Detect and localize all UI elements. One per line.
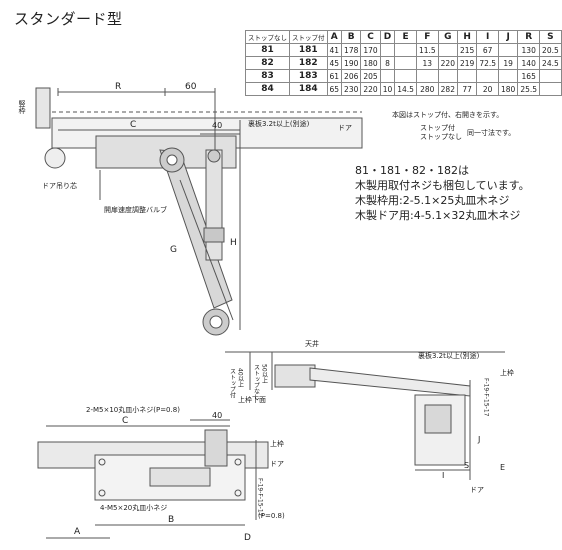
screw-hole (234, 458, 242, 466)
note-line: 81・181・82・182は (355, 164, 469, 177)
label-frame: 竪枠 (18, 100, 26, 115)
note-line: 木製ドア用:4-5.1×32丸皿木ネジ (355, 209, 521, 222)
table-cell: 84 (245, 82, 290, 96)
label-door: ドア (338, 124, 352, 132)
legend-stop-none: ストップなし (420, 133, 462, 141)
label-backplate: 裏板3.2t以上(別途) (248, 119, 310, 128)
adjuster (203, 227, 225, 243)
side-view (225, 351, 505, 480)
label-screw1: 2-M5×10丸皿小ネジ(P=0.8) (86, 405, 180, 414)
hinge-circle (44, 147, 66, 169)
frame-jamb (35, 87, 51, 129)
label-front-C: C (122, 416, 128, 426)
label-valve: 開扉速度調整バルブ (104, 205, 167, 214)
dim-G (179, 179, 234, 321)
table-cell: 230 (341, 82, 362, 96)
page-title: スタンダード型 (14, 10, 123, 28)
label-ceiling: 天井 (305, 339, 319, 348)
label-side-upper-frame: 上枠 (500, 368, 514, 377)
label-screw2b: (P=0.8) (258, 512, 285, 520)
label-B: B (168, 515, 174, 525)
label-A: A (74, 527, 81, 537)
pivot-hole (166, 154, 178, 166)
table-cell: 180 (498, 82, 519, 96)
label-front-F: F-19-F-15-17 (257, 478, 264, 517)
label-front-upper-frame: 上枠 (270, 439, 284, 448)
label-G: G (170, 245, 177, 255)
label-40: 40 (212, 121, 222, 130)
table-row: 81 181 41 178 170 11.5 215 67 130 20.5 (245, 43, 562, 57)
table-cell: 220 (360, 82, 381, 96)
label-side-backplate: 裏板3.2t以上(別途) (418, 351, 480, 360)
spec-table: ストップなし ストップ付 A B C D E F G H I J R S 81 … (245, 30, 562, 96)
label-R: R (115, 82, 121, 92)
top-view (35, 87, 363, 336)
label-stop-with-dim: 40以上 (237, 368, 244, 388)
front-arm-block (149, 467, 211, 487)
legend-stop-with: ストップ付 (420, 124, 455, 132)
elbow-hole (209, 315, 223, 329)
label-I: I (442, 471, 444, 480)
note-line: 木製枠用:2-5.1×25丸皿木ネジ (355, 194, 510, 207)
model-legend: ストップ付 ストップなし (420, 124, 462, 142)
label-side-door: ドア (470, 486, 484, 494)
label-H: H (230, 238, 237, 248)
bracket-pivot (207, 149, 221, 163)
table-cell: 14.5 (394, 82, 417, 96)
front-view (37, 419, 269, 539)
table-row: 82 182 45 190 180 8 13 220 219 72.5 19 1… (245, 56, 562, 70)
label-screw2: 4-M5×20丸皿小ネジ (100, 503, 167, 512)
header-cell: ストップ付 (289, 30, 328, 44)
label-front-40: 40 (212, 411, 222, 420)
label-60: 60 (185, 82, 197, 92)
side-spindle (424, 404, 452, 434)
screw-hole (98, 489, 106, 497)
forearm (205, 149, 223, 261)
label-J: J (477, 435, 480, 444)
label-front-door: ドア (270, 460, 284, 468)
label-stop-none: ストップなし (253, 364, 260, 400)
table-row: 84 184 65 230 220 10 14.5 280 282 77 20 … (245, 82, 562, 96)
side-bracket (274, 364, 316, 388)
label-stop-none-dim: 50以上 (261, 364, 268, 384)
label-hinge: ドア吊り芯 (42, 181, 77, 190)
screw-hole (98, 458, 106, 466)
screw-hole (234, 489, 242, 497)
label-C: C (130, 120, 136, 130)
label-stop-with: ストップ付 (229, 368, 236, 399)
screw-notes: 81・181・82・182は 木製用取付ネジも梱包しています。 木製枠用:2-5… (355, 163, 530, 223)
table-cell (539, 82, 562, 96)
table-cell: 180 (360, 56, 381, 70)
side-arm (309, 367, 471, 397)
label-S: S (464, 461, 469, 470)
technical-drawing: R 60 C 40 裏板3.2t以上(別途) ドア 竪枠 ドア吊り芯 開扉速度調… (18, 82, 514, 543)
front-bracket (204, 429, 228, 467)
label-D: D (244, 533, 251, 543)
table-cell: 184 (289, 82, 328, 96)
table-cell: 77 (456, 82, 478, 96)
table-note: 本図はストップ付、右開きを示す。 (392, 111, 504, 119)
legend-same: 同一寸法です。 (467, 129, 516, 137)
label-upper-frame-bottom: 上枠下面 (238, 395, 266, 404)
note-line: 木製用取付ネジも梱包しています。 (355, 179, 530, 192)
label-side-F: F-19-F-15-17 (483, 378, 490, 417)
label-E: E (500, 463, 505, 472)
